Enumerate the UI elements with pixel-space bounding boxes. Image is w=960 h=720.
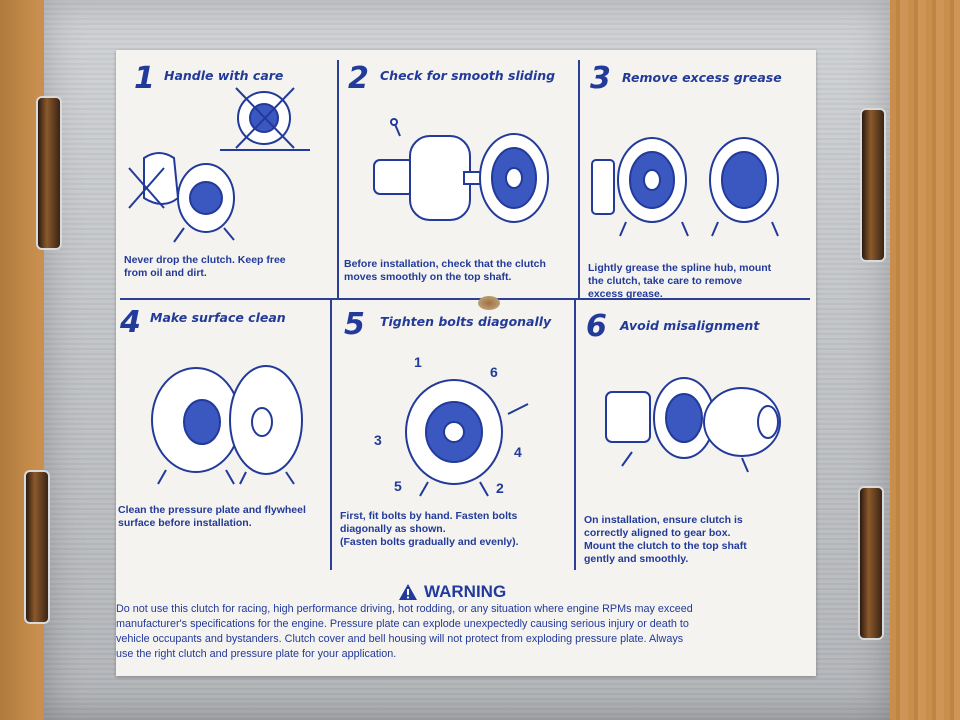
wrench-icon [507,403,529,415]
box-handle-left-bottom [24,470,50,624]
step-number: 6 [586,309,607,344]
step-title: Tighten bolts diagonally [380,314,552,329]
clutch-disc-icon [151,365,303,485]
box-handle-right-top [860,108,886,262]
step-caption: First, fit bolts by hand. Fasten bolts d… [340,510,519,548]
step-caption: Never drop the clutch. Keep free from oi… [124,254,286,279]
bolt-label: 3 [374,432,382,448]
clutch-disc-icon [405,379,529,497]
divider [574,300,576,570]
bolt-label: 1 [414,354,422,370]
clutch-disc-icon [591,137,779,237]
step-title: Avoid misalignment [620,318,760,333]
box-handle-right-bottom [858,486,884,640]
bolt-label: 6 [490,364,498,380]
spray-can-icon [591,159,615,215]
bolt-label: 2 [496,480,504,496]
wood-surface [890,0,960,720]
clutch-disc-icon [605,377,781,473]
step-number: 2 [348,61,369,96]
step-title: Handle with care [164,68,284,83]
step-caption: Before installation, check that the clut… [344,258,546,283]
warning-triangle-icon [399,584,417,600]
warning-heading: WARNING [398,582,506,602]
divider [337,60,339,298]
step-caption: On installation, ensure clutch is correc… [584,514,747,565]
step-title: Make surface clean [150,310,286,325]
step-number: 5 [344,307,365,342]
clutch-disc-icon [128,87,310,243]
step-caption: Lightly grease the spline hub, mount the… [588,262,772,300]
step-number: 3 [590,61,611,96]
warning-text: Do not use this clutch for racing, high … [116,603,693,660]
divider [578,60,580,298]
bolt-label: 5 [394,478,402,494]
bolt-label: 4 [514,444,522,460]
step-number: 4 [120,305,141,340]
step-title: Remove excess grease [622,70,782,85]
divider [120,298,810,300]
puncture-mark [478,296,500,310]
step-caption: Clean the pressure plate and flywheel su… [118,504,306,529]
step-title: Check for smooth sliding [380,68,556,83]
box-handle-left-top [36,96,62,250]
divider [330,300,332,570]
step-number: 1 [134,61,155,96]
clutch-disc-icon [373,118,549,223]
